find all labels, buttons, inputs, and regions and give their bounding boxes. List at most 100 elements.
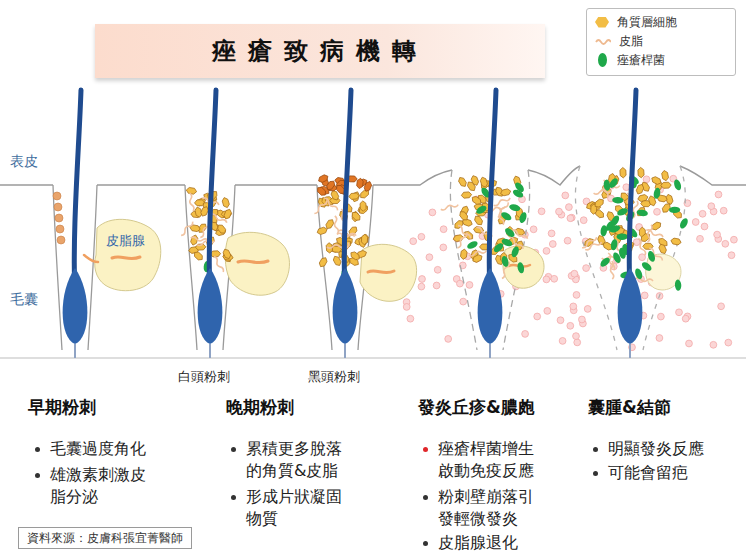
inflammation-dot [543,276,550,283]
inflammation-dot [403,304,410,311]
inflammation-dot [419,276,426,283]
legend-text: 痤瘡桿菌 [617,52,665,68]
keratin-cell [461,192,471,198]
bacterium [618,247,627,259]
sebum-line [368,271,394,273]
keratin-cell [480,177,487,187]
stage-label: 白頭粉刺 [178,366,230,388]
inflammation-dot [656,335,663,342]
inflammation-dot [433,282,440,289]
keratin-cell [224,209,231,219]
bacterium [492,242,505,254]
keratin-cell [319,258,327,267]
hair-bulb [618,268,643,344]
sebum-strand [646,224,653,242]
legend-text: 角質層細胞 [617,14,677,30]
gland-label: 皮脂腺 [106,230,145,252]
bacterium [600,225,608,237]
legend-sample [595,34,611,48]
sebum-strand [180,221,194,237]
inflammation-dot [676,309,683,316]
inflammation-dot [658,313,665,320]
layer-label: 表皮 [10,150,38,172]
inflammation-dot [556,208,563,215]
bacterium [653,187,661,199]
inflammation-dot [429,209,436,216]
inflammation-dot [445,336,452,343]
bacterium [503,226,516,238]
keratin-cell [595,199,603,207]
bacterium [678,217,689,230]
sebum-strand [456,232,468,249]
inflammation-dot [426,254,433,261]
column-heading: 晚期粉刺 [226,396,294,418]
inflammation-dot [725,339,732,346]
keratin-cell [331,191,339,201]
keratin-cell [501,189,511,196]
sebum-strand [333,216,338,234]
inflammation-dot [701,223,708,230]
sebum-strand [440,203,458,211]
keratin-cell [638,167,644,177]
sebum-strand [581,236,597,249]
keratin-cell [468,182,476,191]
keratin-cell [659,244,667,253]
bacterium [500,211,513,222]
keratin-cell [349,193,359,199]
bacterium [636,209,648,217]
column-heading: 發炎丘疹&膿皰 [418,396,535,418]
inflammation-dot [573,292,580,299]
inflammation-dot [440,226,447,233]
inflammation-dot [643,176,650,183]
bacterium [512,188,525,199]
inflammation-dot [543,248,550,255]
inflammation-dot [654,208,661,215]
keratin-cell [352,212,360,220]
keratin-cell [472,197,481,205]
legend-swatch [598,53,607,67]
legend-row: 角質層細胞 [595,13,677,31]
bacterium [517,262,525,274]
bullet-text: 明顯發炎反應 [588,438,708,460]
inflammation-dot [522,331,529,338]
keratin-cell [473,255,482,263]
sebum-strand [323,197,338,211]
keratin-cell [218,225,226,233]
inflammation-dot [410,238,417,245]
inflammation-dot [722,240,729,247]
dermal-papilla [75,344,630,358]
bacterium [610,239,618,251]
sebum-strand [635,278,653,283]
inflammation-dot [557,317,564,324]
inflammation-dot [418,283,425,290]
inflammation-dot [641,292,648,299]
inflammation-dot [623,184,630,191]
title-banner: 痤瘡致病機轉 [95,24,545,78]
inflammation-dot [720,207,727,214]
inflammation-dot [567,215,574,222]
inflammation-dot [457,280,464,287]
keratin-cell [357,178,364,188]
keratin-cell [333,256,341,265]
inflammation-dot [548,230,555,237]
inflammation-dot [715,191,722,198]
inflammation-dot [686,340,693,347]
hair-bulb [478,268,503,344]
inflammation-dot [534,313,541,320]
bullet-text: 累積更多脫落的角質&皮脂 [226,438,346,482]
inflammation-dot [574,339,581,346]
keratin-cell [54,203,62,211]
keratin-cell [638,195,648,202]
bacterium [599,256,612,268]
keratin-cell [360,201,366,211]
keratin-cell [201,207,209,216]
keratin-cell [362,234,369,244]
keratin-cell [337,186,345,194]
inflammation-dot [710,341,717,348]
bullet-text: 痤瘡桿菌增生啟動免疫反應 [418,438,538,482]
source-text: 資料來源：皮膚科張宜菁醫師 [27,530,183,546]
hair-bulb [198,268,223,344]
keratin-cell [318,187,326,195]
inflammation-dot [562,192,569,199]
keratin-cell [317,227,327,234]
